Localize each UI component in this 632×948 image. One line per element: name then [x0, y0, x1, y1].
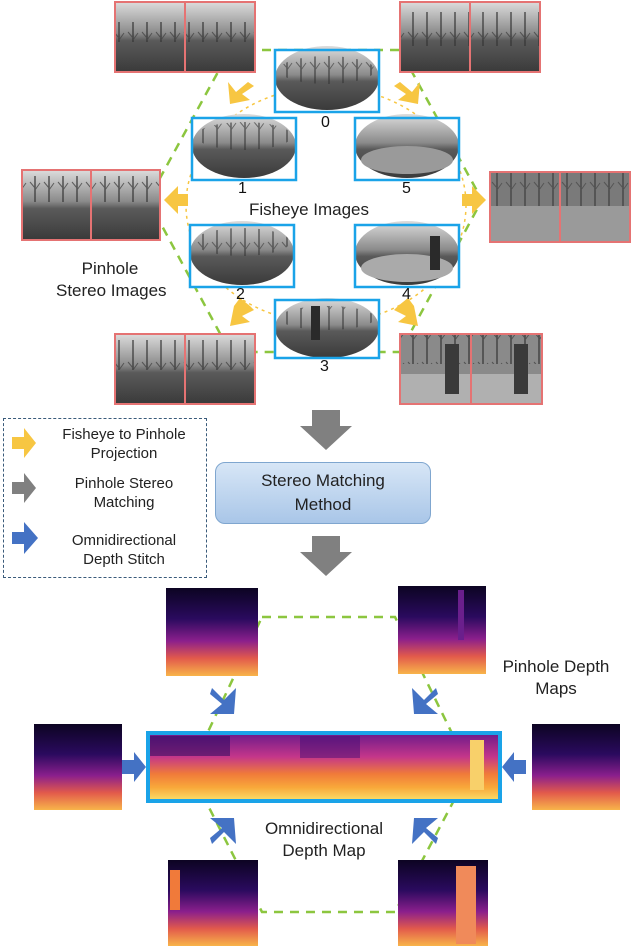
fisheye-number-1: 1: [238, 180, 247, 197]
gray-arrow-icon: [300, 536, 352, 576]
blue-arrow-icon: [210, 688, 236, 714]
gray-arrow-icon: [12, 473, 36, 503]
pinhole-depth-maps-label-line: Maps: [535, 679, 577, 698]
legend-icons: [12, 428, 38, 554]
fisheye-number-4: 4: [402, 286, 411, 303]
blue-arrow-icon: [412, 818, 438, 844]
fisheye-image-2: [188, 221, 296, 289]
yellow-arrow-icon: [394, 82, 420, 104]
fisheye-image-0: [273, 46, 381, 114]
pinhole-stereo-pair-right: [489, 171, 631, 243]
pinhole-depth-map-left: [34, 724, 122, 810]
projection-arrows: [164, 82, 486, 326]
yellow-arrow-icon: [394, 298, 418, 326]
pinhole-stereo-images-label-line: Pinhole: [81, 259, 139, 278]
legend-box: Fisheye to Pinhole Projection Pinhole St…: [3, 418, 207, 578]
yellow-arrow-icon: [230, 298, 254, 326]
legend-item-line: Projection: [90, 445, 158, 462]
omni-depth-map-label-line: Depth Map: [282, 841, 366, 860]
stereo-matching-method-box: Stereo Matching Method: [215, 462, 431, 524]
blue-arrow-icon: [210, 818, 236, 844]
pinhole-depth-maps-label-line: Pinhole Depth: [502, 657, 610, 676]
pinhole-stereo-pair-left: [21, 169, 161, 241]
method-box-line: Stereo Matching: [261, 471, 385, 490]
yellow-arrow-icon: [164, 186, 188, 214]
fisheye-image-1: [190, 114, 298, 182]
fisheye-image-4: [353, 221, 461, 289]
fisheye-image-3: [273, 298, 381, 360]
legend-item-line: Matching: [93, 494, 155, 511]
pinhole-stereo-images-label-line: Stereo Images: [56, 281, 167, 300]
blue-arrow-icon: [12, 522, 38, 554]
omni-depth-map-label: Omnidirectional Depth Map: [244, 818, 404, 862]
blue-arrow-icon: [122, 752, 146, 782]
gray-arrows: [300, 410, 352, 576]
stitch-arrows: [122, 688, 526, 844]
gray-arrow-icon: [300, 410, 352, 450]
pinhole-stereo-pair-top-left: [114, 1, 256, 73]
legend-item-stereo-matching: Pinhole Stereo Matching: [44, 474, 204, 512]
fisheye-number-0: 0: [321, 114, 330, 131]
pinhole-depth-map-top-left: [166, 588, 258, 676]
pinhole-depth-map-top-right: [398, 586, 486, 674]
fisheye-number-2: 2: [236, 286, 245, 303]
legend-item-line: Pinhole Stereo: [74, 475, 174, 492]
omnidirectional-depth-panorama: [146, 731, 502, 803]
yellow-arrow-icon: [12, 428, 36, 458]
omni-depth-map-label-line: Omnidirectional: [264, 819, 384, 838]
pinhole-stereo-pair-top-right: [399, 1, 541, 73]
legend-item-line: Depth Stitch: [83, 551, 165, 568]
legend-item-line: Fisheye to Pinhole: [62, 426, 186, 443]
pinhole-stereo-pair-bottom-left: [114, 333, 256, 405]
legend-item-projection: Fisheye to Pinhole Projection: [44, 425, 204, 463]
fisheye-number-3: 3: [320, 358, 329, 375]
yellow-arrow-icon: [228, 82, 254, 104]
yellow-arrow-icon: [462, 186, 486, 214]
fisheye-image-5: [353, 114, 461, 182]
pinhole-depth-map-right: [532, 724, 620, 810]
method-box-line: Method: [294, 495, 352, 514]
legend-item-line: Omnidirectional: [71, 532, 177, 549]
fisheye-images-label: Fisheye Images: [249, 200, 369, 219]
pinhole-depth-map-bottom-left: [168, 860, 258, 946]
pinhole-stereo-pair-bottom-right: [399, 333, 543, 405]
pinhole-depth-map-bottom-right: [398, 860, 488, 946]
blue-arrow-icon: [502, 752, 526, 782]
blue-arrow-icon: [412, 688, 438, 714]
legend-item-depth-stitch: Omnidirectional Depth Stitch: [44, 531, 204, 569]
pinhole-stereo-images-label: Pinhole Stereo Images: [56, 258, 167, 302]
pinhole-depth-maps-label: Pinhole Depth Maps: [486, 656, 626, 700]
fisheye-number-5: 5: [402, 180, 411, 197]
